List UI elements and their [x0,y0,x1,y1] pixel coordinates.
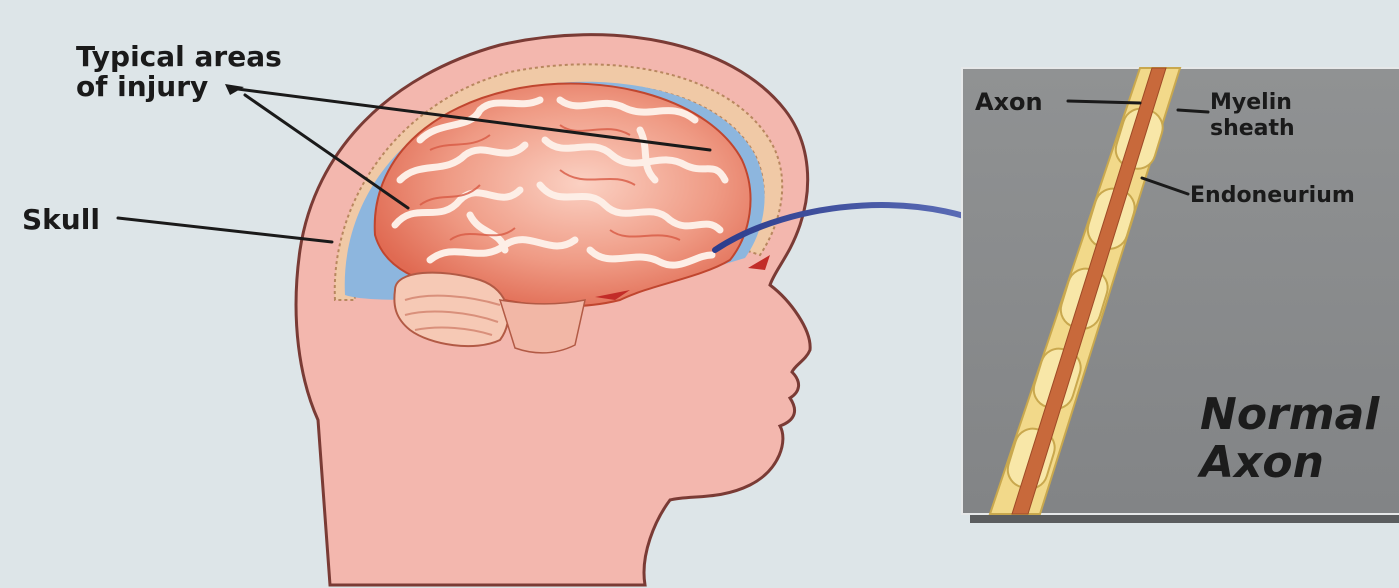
label-normal: Normal [1200,392,1379,438]
label-axon: Axon [975,90,1043,114]
label-injury-line-1: Typical areas [76,43,282,71]
label-injury-line-2: of injury [76,73,208,101]
label-endoneurium: Endoneurium [1190,185,1355,207]
label-myelin-line-1: Myelin [1210,92,1292,114]
leader-myelin [1178,110,1208,112]
label-skull: Skull [22,206,100,234]
label-normal-axon: Axon [1200,440,1324,486]
leader-skull [118,218,332,242]
label-myelin-line-2: sheath [1210,118,1295,140]
leader-axon [1068,101,1140,103]
